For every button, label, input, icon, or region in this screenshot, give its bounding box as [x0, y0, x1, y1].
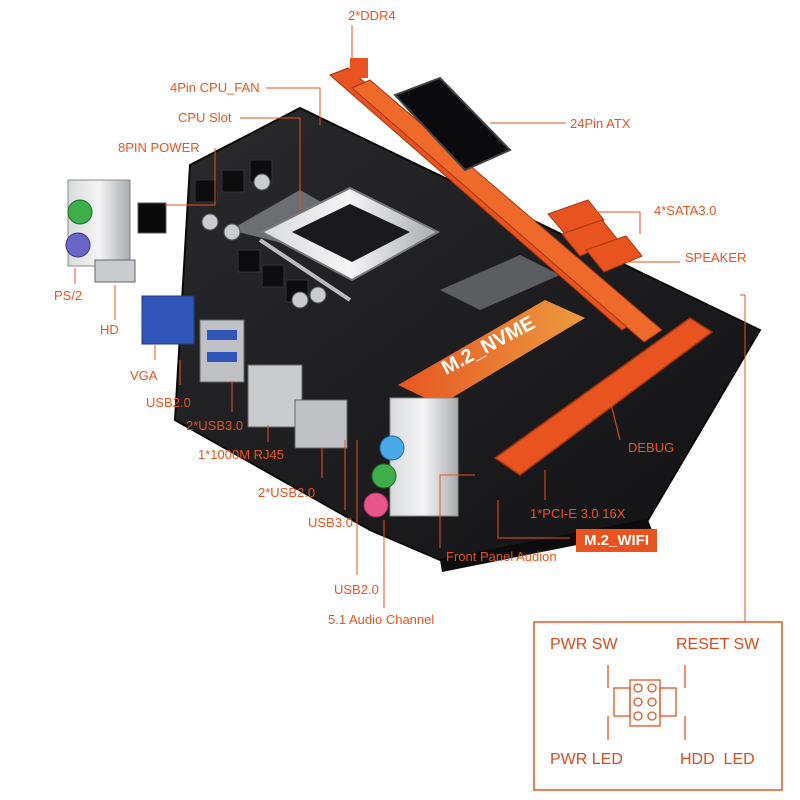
usb2-stack	[294, 399, 348, 449]
label-cpu-fan: 4Pin CPU_FAN	[170, 80, 260, 95]
label-audio-51: 5.1 Audio Channel	[328, 612, 435, 627]
cpu-socket-center	[292, 204, 410, 262]
ddr4-clip-top	[350, 58, 368, 78]
label-8pin-power: 8PIN POWER	[118, 140, 200, 155]
label-debug: DEBUG	[628, 440, 675, 455]
label-usb2-b: 2*USB2.0	[258, 485, 316, 500]
label-pwr-sw: PWR SW	[550, 636, 618, 653]
8pin-power-connector	[137, 202, 167, 234]
front-panel-box	[533, 621, 783, 791]
audio-jack-green	[371, 463, 397, 489]
label-usb3-b: USB3.0	[308, 515, 353, 530]
label-cpu-slot: CPU Slot	[178, 110, 232, 125]
label-ps2: PS/2	[54, 288, 83, 303]
m2-nvme-heatsink	[398, 300, 585, 405]
label-hd: HD	[100, 322, 119, 337]
label-ddr4: 2*DDR4	[348, 8, 396, 23]
silver-stripe	[440, 255, 560, 310]
rj45-port	[247, 364, 303, 428]
ps2-port-purple	[65, 232, 91, 258]
label-speaker: SPEAKER	[685, 250, 747, 265]
atx24-connector	[393, 76, 512, 172]
hd-port	[94, 259, 136, 283]
label-atx24: 24Pin ATX	[570, 116, 631, 131]
ps2-port-green	[67, 199, 93, 225]
rear-io	[65, 179, 459, 518]
label-front-panel-audio: Front Panel Audion	[446, 549, 557, 564]
label-pwr-led: PWR LED	[550, 751, 623, 768]
ddr4-slot-2	[351, 79, 663, 343]
header-pins	[607, 665, 686, 740]
label-sata: 4*SATA3.0	[654, 203, 717, 218]
audio-jack-blue	[379, 435, 405, 461]
label-usb2-c: USB2.0	[334, 582, 379, 597]
tag-m2-wifi: M.2_WIFI	[576, 529, 658, 552]
label-pcie: 1*PCI-E 3.0 16X	[530, 506, 626, 521]
sata-connectors	[547, 199, 643, 273]
label-reset-sw: RESET SW	[676, 636, 760, 653]
pcie-x16-slot	[493, 317, 714, 476]
label-hdd-led: HDD LED	[680, 751, 755, 768]
label-rj45: 1*1000M RJ45	[198, 447, 284, 462]
label-usb2-a: USB2.0	[146, 395, 191, 410]
usb3-stack	[199, 319, 245, 383]
label-vga: VGA	[130, 368, 158, 383]
audio-jack-pink	[363, 492, 389, 518]
leader-lines	[74, 25, 746, 622]
vrm-chokes	[194, 159, 327, 309]
label-usb3-a: 2*USB3.0	[186, 418, 244, 433]
vga-port	[141, 295, 195, 345]
